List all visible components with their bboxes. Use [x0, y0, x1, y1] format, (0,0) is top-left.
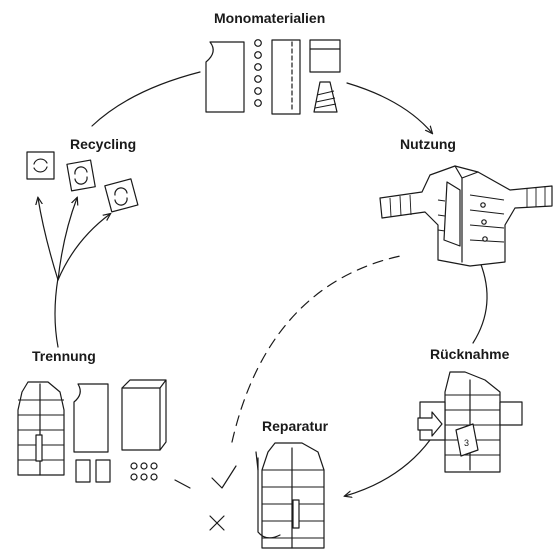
recycling-arrow-1: [38, 198, 59, 281]
recycling-bin-icon-1: [26, 151, 55, 180]
separated-pattern-icon: [73, 383, 109, 453]
recycling-arrow-3: [57, 214, 110, 281]
cycle-arc-recycling-mono: [91, 71, 201, 127]
label-monomaterialien: Monomaterialien: [214, 10, 326, 26]
label-reparatur: Reparatur: [262, 418, 329, 434]
monomaterial-fabric-icon: [309, 39, 341, 73]
monomaterial-buttons-icon: [254, 39, 262, 107]
separated-pocket-1: [75, 459, 91, 483]
recycling-bin-icon-2: [66, 159, 96, 192]
cross-icon: [209, 515, 225, 531]
cycle-arc-ruecknahme-reparatur: [345, 439, 431, 496]
jacket-worn-icon: [379, 165, 553, 267]
cycle-arc-reparatur-trennung: [174, 479, 191, 489]
cycle-arc-trennung-recycling: [54, 277, 59, 348]
check-icon: [211, 465, 237, 489]
monomaterial-pattern-icon: [205, 41, 245, 113]
repair-jacket-icon: [255, 442, 325, 549]
label-ruecknahme: Rücknahme: [430, 346, 510, 362]
recycling-arrow-2: [57, 198, 77, 281]
label-trennung: Trennung: [32, 348, 96, 364]
label-recycling: Recycling: [70, 136, 137, 152]
dashed-return-path: [231, 254, 406, 443]
separated-panel-icon: [121, 379, 167, 451]
monomaterial-zipper-strip-icon: [271, 39, 301, 115]
label-nutzung: Nutzung: [400, 136, 456, 152]
separated-pocket-2: [95, 459, 111, 483]
cycle-arc-nutzung-ruecknahme: [472, 261, 488, 344]
recycling-bin-icon-3: [104, 178, 139, 213]
returned-jacket-icon: [417, 371, 523, 473]
monomaterial-thread-spool-icon: [313, 81, 338, 113]
separated-buttons-icon: [130, 462, 158, 481]
tag-number: 3: [464, 438, 469, 448]
cycle-arc-mono-nutzung: [346, 82, 432, 133]
separated-jacket-icon: [17, 381, 65, 476]
